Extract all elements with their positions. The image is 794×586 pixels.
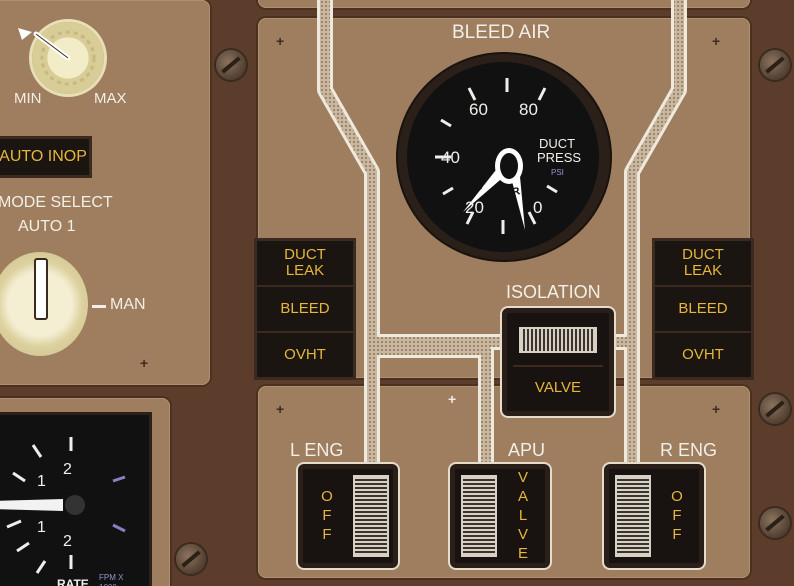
gauge-tick-0: 0 xyxy=(533,198,543,217)
left-ovht-light: OVHT xyxy=(284,346,326,363)
isolation-valve-switch[interactable]: VALVE xyxy=(502,308,614,416)
r-eng-label: R ENG xyxy=(660,440,718,460)
frame-screw xyxy=(760,50,790,80)
l-eng-flow-bar xyxy=(353,475,389,557)
rate-tick-1-down: 1 xyxy=(37,519,46,536)
isolation-valve-bar xyxy=(519,327,597,353)
knob-index-arrow-icon xyxy=(18,28,32,40)
mode-select-knob[interactable] xyxy=(0,252,88,356)
r-eng-off-label: OFF xyxy=(668,487,686,545)
rate-tick-1-up: 1 xyxy=(37,473,46,490)
gauge-tick-40: 40 xyxy=(441,148,460,167)
duct-label-line1: DUCT xyxy=(539,136,576,151)
needle-right-label: R xyxy=(511,185,522,199)
rate-label: RATE xyxy=(57,577,89,586)
gauge-tick-80: 80 xyxy=(519,100,538,119)
duct-pressure-gauge: L R 20 40 60 80 0 DUCT PRESS PSI xyxy=(398,54,610,260)
mode-select-label: MODE SELECT xyxy=(0,194,113,211)
l-eng-off-label: OFF xyxy=(318,487,336,545)
man-tick xyxy=(92,305,106,308)
bleed-air-title: BLEED AIR xyxy=(452,22,551,43)
apu-label: APU xyxy=(508,440,546,460)
left-bleed-light: BLEED xyxy=(257,287,353,333)
gauge-tick-60: 60 xyxy=(469,100,488,119)
l-eng-bleed-switch[interactable]: OFF xyxy=(298,464,398,568)
panel-screw-plus: + xyxy=(276,33,285,49)
panel-screw-plus: + xyxy=(140,355,149,371)
knob-min-label: MIN xyxy=(14,90,42,107)
bleed-air-panel-top xyxy=(258,0,750,8)
frame-screw xyxy=(760,394,790,424)
mode-auto-label: AUTO 1 xyxy=(18,218,76,235)
mode-man-label: MAN xyxy=(110,296,146,313)
panel-screw-plus: + xyxy=(712,33,721,49)
frame-screw xyxy=(216,50,246,80)
isolation-valve-label: VALVE xyxy=(534,379,582,396)
isolation-label: ISOLATION xyxy=(506,282,601,302)
rate-unit-label-2: 1000 xyxy=(99,583,117,586)
duct-gauge-face: L R xyxy=(435,78,558,234)
auto-inop-light: AUTO INOP xyxy=(0,136,92,178)
frame-screw xyxy=(760,508,790,538)
rate-gauge-face xyxy=(0,437,126,574)
rate-limit-knob[interactable] xyxy=(32,22,104,94)
apu-flow-bar xyxy=(461,475,497,557)
r-eng-flow-bar xyxy=(615,475,651,557)
left-duct-leak-light: DUCT LEAK xyxy=(257,241,353,287)
rate-unit-label: FPM X xyxy=(99,573,124,582)
l-eng-label: L ENG xyxy=(290,440,344,460)
knob-max-label: MAX xyxy=(94,90,127,107)
knob-pointer-icon xyxy=(33,30,96,86)
frame-screw xyxy=(176,544,206,574)
panel-center-plus: + xyxy=(448,391,457,407)
right-ovht-light: OVHT xyxy=(682,346,724,363)
auto-inop-label: AUTO INOP xyxy=(0,148,87,165)
r-eng-bleed-switch[interactable]: OFF xyxy=(604,464,704,568)
vertical-rate-gauge: 2 1 1 2 RATE FPM X 1000 xyxy=(0,412,152,586)
panel-screw-plus: + xyxy=(712,401,721,417)
gauge-tick-20: 20 xyxy=(465,198,484,217)
duct-label-line2: PRESS xyxy=(537,150,582,165)
rate-tick-2-up: 2 xyxy=(63,461,72,478)
mode-select-pointer xyxy=(34,258,48,320)
apu-bleed-switch[interactable]: VALVE xyxy=(450,464,550,568)
psi-label: PSI xyxy=(551,168,564,177)
right-bleed-annunciator: DUCT LEAK BLEED OVHT xyxy=(652,238,754,380)
panel-screw-plus: + xyxy=(276,401,285,417)
right-bleed-light: BLEED xyxy=(655,287,751,333)
left-bleed-annunciator: DUCT LEAK BLEED OVHT xyxy=(254,238,356,380)
rate-tick-2-down: 2 xyxy=(63,533,72,550)
right-duct-leak-light: DUCT LEAK xyxy=(655,241,751,287)
apu-valve-label: VALVE xyxy=(514,468,532,564)
